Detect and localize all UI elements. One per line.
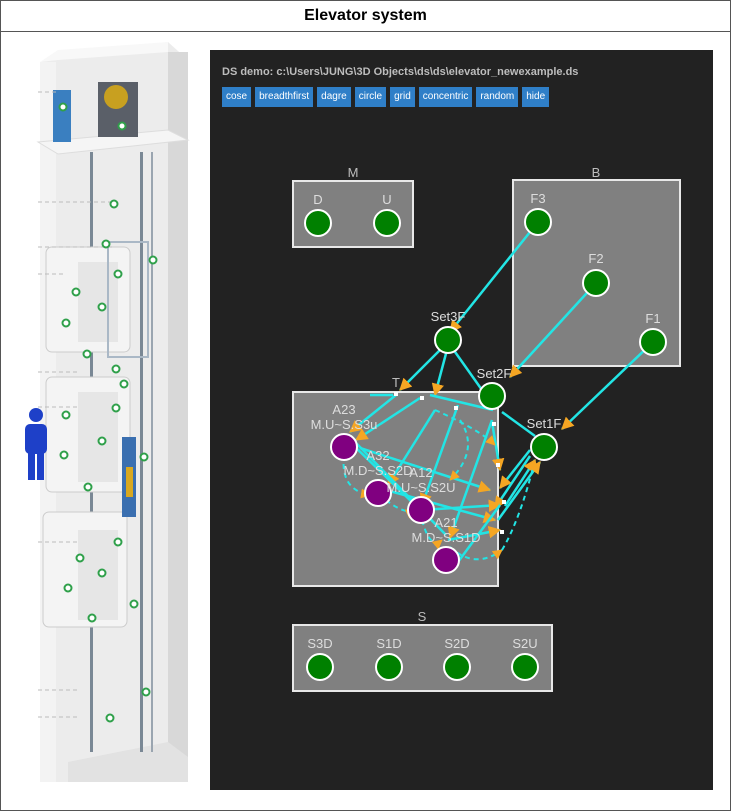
svg-text:Set3F: Set3F <box>431 309 466 324</box>
node-U[interactable]: U <box>373 192 401 237</box>
ds-file-title: DS demo: c:\Users\JUNG\3D Objects\ds\ds\… <box>222 66 579 78</box>
svg-text:U: U <box>382 192 391 207</box>
svg-text:F1: F1 <box>645 311 660 326</box>
node-Set1F[interactable]: Set1F <box>527 416 562 461</box>
graph-edges <box>349 221 654 563</box>
svg-text:M.D~S.S1D: M.D~S.S1D <box>412 530 481 545</box>
svg-text:F2: F2 <box>588 251 603 266</box>
hide-button[interactable]: hide <box>522 87 550 107</box>
node-S2D[interactable]: S2D <box>443 636 471 681</box>
circle-button[interactable]: circle <box>354 87 387 107</box>
group-label-T: T <box>392 375 400 390</box>
svg-text:S2U: S2U <box>512 636 537 651</box>
elevator-illustration <box>25 42 190 782</box>
svg-text:A32: A32 <box>366 448 389 463</box>
group-S[interactable]: S <box>292 609 553 692</box>
node-F1[interactable]: F1 <box>639 311 667 356</box>
grid-button[interactable]: grid <box>390 87 415 107</box>
breadthfirst-button[interactable]: breadthfirst <box>255 87 314 107</box>
node-S1D[interactable]: S1D <box>375 636 403 681</box>
svg-text:F3: F3 <box>530 191 545 206</box>
cose-button[interactable]: cose <box>222 87 252 107</box>
svg-text:S1D: S1D <box>376 636 401 651</box>
group-label-M: M <box>348 165 359 180</box>
svg-text:D: D <box>313 192 322 207</box>
node-A21[interactable]: A21 M.D~S.S1D <box>412 515 481 574</box>
random-button[interactable]: random <box>476 87 519 107</box>
svg-text:S2D: S2D <box>444 636 469 651</box>
group-label-S: S <box>418 609 427 624</box>
svg-text:S3D: S3D <box>307 636 332 651</box>
svg-text:M.U~S.S3u: M.U~S.S3u <box>311 417 378 432</box>
page-title: Elevator system <box>1 1 730 32</box>
state-graph[interactable]: M B T S <box>210 50 713 790</box>
edge-anchors <box>394 392 506 534</box>
graph-viewer[interactable]: DS demo: c:\Users\JUNG\3D Objects\ds\ds\… <box>210 50 713 790</box>
svg-text:A21: A21 <box>434 515 457 530</box>
dagre-button[interactable]: dagre <box>317 87 351 107</box>
node-Set3F[interactable]: Set3F <box>431 309 466 354</box>
edge-f1-set1f <box>561 341 654 430</box>
layout-toolbar: cose breadthfirst dagre circle grid conc… <box>222 87 550 107</box>
node-Set2F[interactable]: Set2F <box>477 366 512 410</box>
node-S3D[interactable]: S3D <box>306 636 334 681</box>
svg-text:A23: A23 <box>332 402 355 417</box>
edge-f2-set2f <box>509 282 597 378</box>
concentric-button[interactable]: concentric <box>418 87 473 107</box>
node-D[interactable]: D <box>304 192 332 237</box>
svg-text:M.U~S.S2U: M.U~S.S2U <box>387 480 456 495</box>
edge-f3-set3f <box>449 221 539 333</box>
node-A23[interactable]: A23 M.U~S.S3u <box>311 402 378 461</box>
node-F2[interactable]: F2 <box>582 251 610 297</box>
svg-text:Set1F: Set1F <box>527 416 562 431</box>
person-icon <box>25 408 47 480</box>
node-A12[interactable]: A12 M.U~S.S2U <box>387 465 456 524</box>
svg-text:A12: A12 <box>409 465 432 480</box>
svg-text:Set2F: Set2F <box>477 366 512 381</box>
sensor-markers <box>58 102 158 723</box>
node-F3[interactable]: F3 <box>524 191 552 236</box>
node-A32[interactable]: A32 M.D~S.S2D <box>344 448 413 507</box>
node-S2U[interactable]: S2U <box>511 636 539 681</box>
group-label-B: B <box>592 165 601 180</box>
svg-text:M.D~S.S2D: M.D~S.S2D <box>344 463 413 478</box>
